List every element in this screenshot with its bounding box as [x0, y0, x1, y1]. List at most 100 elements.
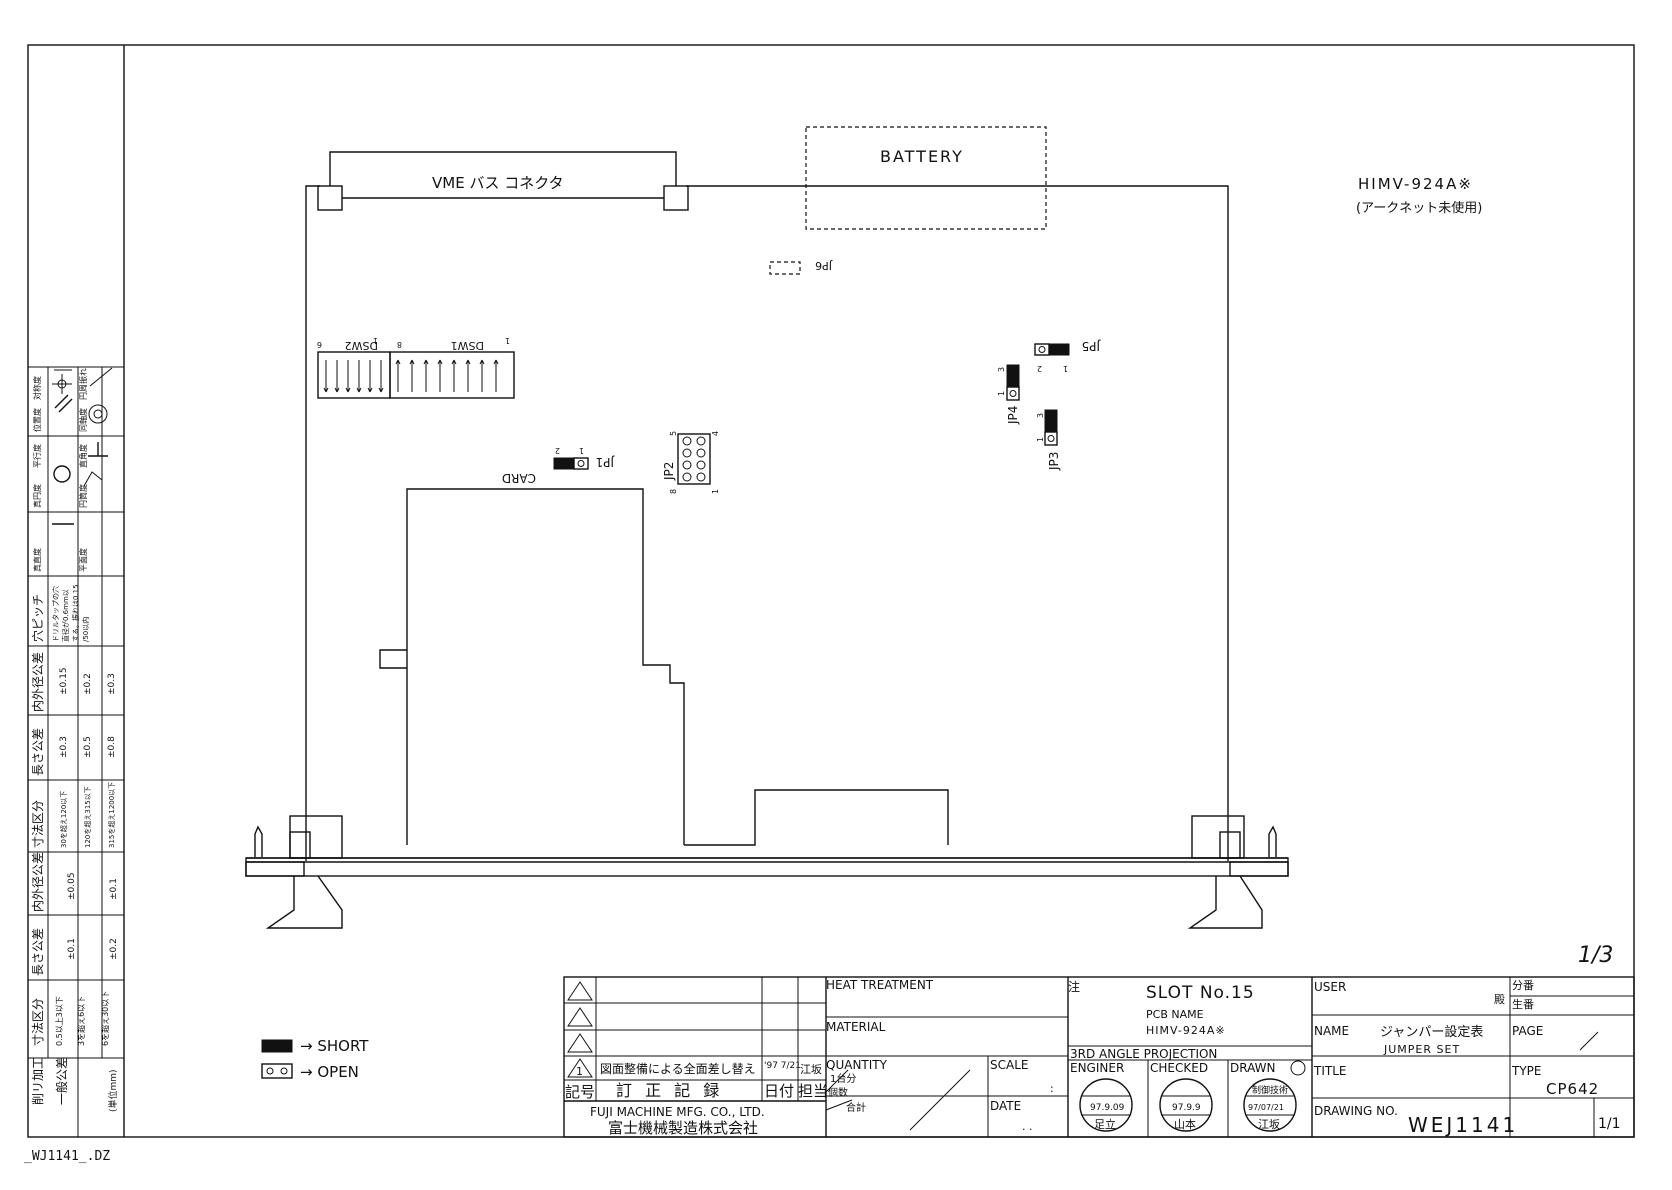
rev-triangle-icon	[567, 1058, 593, 1078]
rev-who: 江坂	[800, 1063, 822, 1076]
note-mark: 注	[1068, 979, 1080, 994]
stamp-drw-top: 制御技術	[1252, 1084, 1288, 1096]
battery-label: BATTERY	[880, 147, 964, 166]
dsw1-label: DSW1	[451, 339, 484, 352]
scale-label: SCALE	[990, 1058, 1028, 1072]
model-note: (アークネット未使用)	[1356, 200, 1482, 216]
engineer-label: ENGINER	[1070, 1061, 1124, 1075]
company-jp: 富士機械製造株式会社	[608, 1119, 758, 1137]
dsw2-lever-tip	[367, 387, 371, 393]
dsw2-lever-tip	[369, 387, 373, 393]
col7-line2: 直径が0.6mm以	[61, 589, 70, 642]
dsw1-lever-tip	[465, 359, 469, 365]
dsw1-lever-tip	[493, 359, 497, 365]
jp2-pin-icon	[682, 472, 692, 482]
stamp-chk-date: 97.9.9	[1172, 1103, 1201, 1113]
jp1-pin-b: 1	[579, 446, 584, 455]
board-left-edge	[305, 185, 320, 861]
drawing-no-label: DRAWING NO.	[1314, 1104, 1398, 1118]
dsw2-lever-tip	[323, 387, 327, 393]
dsw2-label: DSW2	[345, 339, 378, 352]
col4-header: 寸法区分	[31, 800, 45, 848]
dsw1-lever-tip	[495, 359, 499, 365]
tolerance-table: 削リ加工 一般公差 (単位mm) 寸法区分 0.5以上3以下 3を超え6以下 6…	[28, 366, 124, 1137]
jp3-pin-1: 1	[1036, 437, 1045, 442]
connector-label: VME バス コネクタ	[432, 174, 564, 192]
dsw2-num-right: 1	[373, 336, 378, 345]
col4-row3: 315を超え1200以下	[107, 782, 116, 848]
jp5-pin-b: 1	[1063, 364, 1068, 373]
rev-mark: 1	[576, 1065, 583, 1078]
vme-connector: VME バス コネクタ	[317, 151, 689, 211]
roundness-icon	[53, 465, 71, 483]
rev-header-mark: 記号	[565, 1083, 595, 1101]
type-label: TYPE	[1511, 1064, 1541, 1078]
jp2-pin-icon	[682, 448, 692, 458]
page-label: PAGE	[1512, 1024, 1543, 1038]
dsw1-lever-tip	[467, 359, 471, 365]
table-unit: (単位mm)	[107, 1069, 119, 1112]
checked-label: CHECKED	[1150, 1061, 1208, 1075]
jp5-label: JP5	[1082, 339, 1101, 353]
quantity-count: 個数	[828, 1086, 848, 1099]
dsw2-lever-tip	[336, 387, 340, 393]
heat-treatment-label: HEAT TREATMENT	[826, 978, 934, 992]
slot-number: SLOT No.15	[1146, 983, 1255, 1003]
jp2-pin-icon	[696, 460, 706, 470]
col6-row2: ±0.2	[83, 673, 93, 695]
quantity-label: QUANTITY	[826, 1058, 888, 1072]
stamp-eng-name: 足立	[1094, 1117, 1116, 1131]
dsw1	[389, 351, 515, 399]
sheet-number: 1/1	[1598, 1116, 1621, 1132]
rev-header-text: 訂 正 記 録	[616, 1081, 723, 1100]
dsw2-lever-tip	[358, 387, 362, 393]
col3-header: 内外径公差	[31, 852, 45, 912]
date-label: DATE	[990, 1099, 1021, 1113]
geo-top-4: 位置度	[32, 408, 42, 432]
pcb-name-label: PCB NAME	[1146, 1008, 1204, 1021]
user-label: USER	[1314, 980, 1346, 994]
name-label: NAME	[1314, 1024, 1349, 1038]
rev-triangle-icon	[567, 1007, 593, 1027]
card-notch	[379, 649, 407, 669]
dsw1-lever-tip	[423, 359, 427, 365]
col5-header: 長さ公差	[31, 728, 45, 776]
dsw2-lever-tip	[378, 387, 382, 393]
pcb-name: HIMV-924A※	[1146, 1024, 1226, 1037]
battery-outline	[805, 126, 1047, 230]
name-value-en: JUMPER SET	[1383, 1043, 1460, 1056]
title-block: 1 図面整備による全面差し替え '97 7/21 江坂 記号 訂 正 記 録 日…	[563, 976, 1635, 1138]
legend-short: → SHORT	[300, 1037, 369, 1055]
jp2-pin-icon	[682, 436, 692, 446]
stamp-eng-date: 97.9.09	[1090, 1103, 1125, 1113]
rev-date: '97 7/21	[764, 1061, 801, 1071]
drawn-mark-icon	[1290, 1060, 1306, 1076]
dsw1-lever-tip	[453, 359, 457, 365]
col2-row2: ±0.2	[109, 938, 119, 960]
dsw1-lever-tip	[409, 359, 413, 365]
title-label: TITLE	[1313, 1064, 1346, 1078]
card-label: CARD	[502, 471, 536, 485]
dsw2-lever-tip	[334, 387, 338, 393]
jp4-label: JP4	[1006, 406, 1020, 425]
dsw2-lever-tip	[380, 387, 384, 393]
dsw1-lever-tip	[411, 359, 415, 365]
jp2-pin-icon	[696, 448, 706, 458]
dsw2-lever-tip	[356, 387, 360, 393]
geo-top-2: 真円度	[32, 484, 42, 508]
dsw2-lever-tip	[325, 387, 329, 393]
name-value: ジャンパー設定表	[1380, 1024, 1483, 1040]
dsw1-num-left: 8	[397, 340, 402, 349]
col1-header: 寸法区分	[31, 998, 45, 1046]
quantity-unit: 1台分	[830, 1072, 856, 1085]
col7-line4: /50以内	[81, 617, 90, 642]
jp2-pin-icon	[696, 436, 706, 446]
rev-triangle-icon	[567, 1033, 593, 1053]
concentricity-icon	[88, 404, 108, 424]
jp4-pin-3: 3	[997, 367, 1006, 372]
col2-header: 長さ公差	[31, 928, 45, 976]
col6-header: 内外径公差	[31, 652, 45, 712]
part-number-label: 分番	[1512, 979, 1534, 992]
col7-line1: ドリルタップの穴	[51, 586, 60, 642]
jumper-jp5: JP5 2 1	[1034, 339, 1101, 373]
